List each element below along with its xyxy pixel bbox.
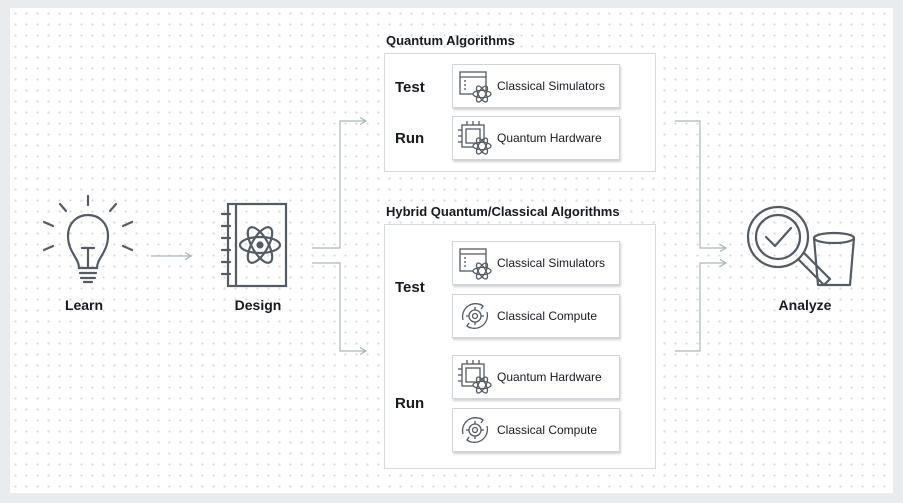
service-label: Classical Compute (497, 309, 598, 323)
mode-label-quantum-run: Run (395, 130, 425, 147)
mode-label-hybrid-test: Test (395, 279, 425, 296)
service-card-classical-compute[interactable]: Classical Compute (452, 294, 620, 338)
chip-atom-icon (458, 121, 492, 155)
service-card-quantum-hardware[interactable]: Quantum Hardware (452, 355, 620, 399)
gear-cycle-icon (461, 417, 489, 443)
group-title-quantum: Quantum Algorithms (386, 33, 515, 48)
mode-label-quantum-test: Test (395, 79, 425, 96)
stage-label-design: Design (234, 297, 282, 313)
arrow-hybrid-to-analyze (675, 263, 726, 352)
service-label: Quantum Hardware (497, 370, 602, 384)
service-card-classical-compute[interactable]: Classical Compute (452, 408, 620, 452)
simulator-window-atom-icon (459, 71, 492, 103)
service-card-quantum-hardware[interactable]: Quantum Hardware (452, 116, 620, 160)
magnifier-bucket-icon (746, 205, 856, 287)
arrow-design-to-quantum (312, 121, 366, 249)
lightbulb-icon (42, 194, 134, 284)
service-card-classical-simulators[interactable]: Classical Simulators (452, 64, 620, 108)
stage-label-learn: Learn (64, 297, 104, 313)
simulator-window-atom-icon (459, 248, 492, 280)
service-label: Quantum Hardware (497, 131, 602, 145)
service-label: Classical Simulators (497, 256, 606, 270)
service-card-classical-simulators[interactable]: Classical Simulators (452, 241, 620, 285)
arrow-design-to-hybrid (312, 262, 366, 351)
group-title-hybrid: Hybrid Quantum/Classical Algorithms (386, 204, 620, 219)
service-label: Classical Simulators (497, 79, 606, 93)
diagram-canvas: Learn Design Analyze Qua (10, 8, 893, 493)
service-label: Classical Compute (497, 423, 598, 437)
chip-atom-icon (458, 360, 492, 394)
stage-label-analyze: Analyze (778, 297, 832, 313)
mode-label-hybrid-run: Run (395, 395, 425, 412)
gear-cycle-icon (461, 303, 489, 329)
arrow-quantum-to-analyze (675, 120, 726, 248)
notebook-atom-icon (220, 202, 288, 288)
